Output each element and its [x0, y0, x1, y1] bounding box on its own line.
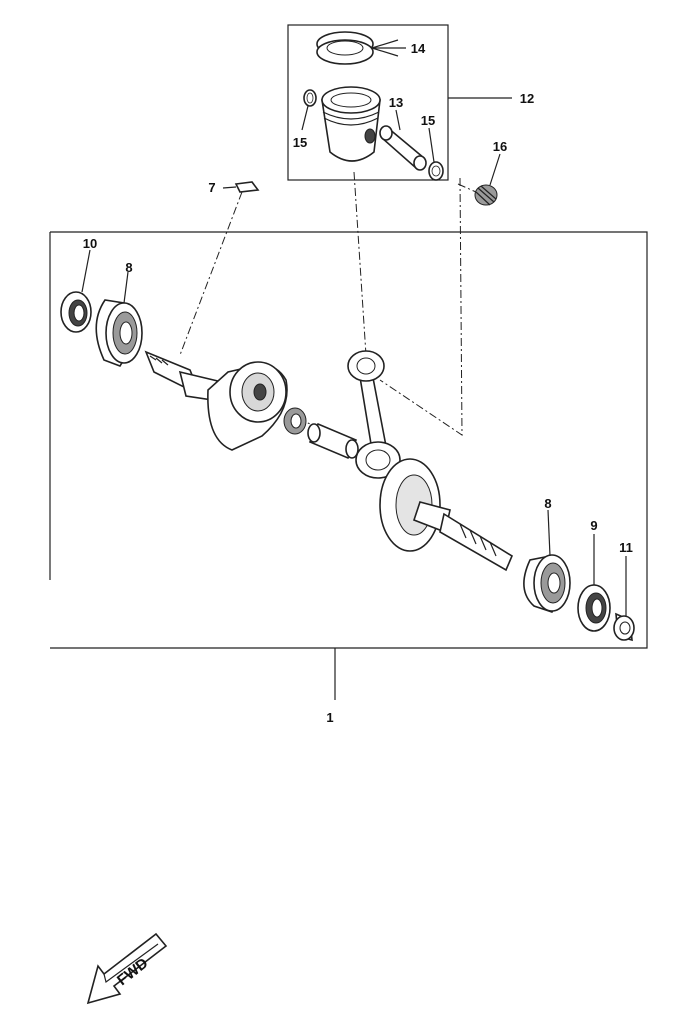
callout-oil-seal-left: 10	[83, 236, 97, 251]
piston-pin-clip-left	[303, 89, 317, 107]
woodruff-key	[234, 181, 260, 193]
oil-seal-left	[60, 291, 92, 333]
bearing-right	[523, 554, 571, 613]
crank-half-right	[379, 458, 514, 572]
oil-seal-right	[577, 584, 611, 632]
callout-key: 7	[208, 180, 215, 195]
callout-oil-seal-right: 9	[590, 518, 597, 533]
piston-pin	[379, 125, 427, 171]
bearing-left	[95, 299, 143, 367]
crank-half-left	[144, 350, 288, 451]
leader-lines	[81, 39, 627, 616]
connecting-rod	[347, 350, 401, 479]
piston-assembly-frame	[287, 24, 512, 181]
big-end-needle-bearing	[283, 407, 307, 435]
callout-labels: 1 7 8 8 9 10 11 12 13 14 15 15 16	[83, 41, 633, 725]
callout-collar: 11	[619, 540, 633, 555]
callout-piston-pin: 13	[389, 95, 403, 110]
callout-clip-left: 15	[293, 135, 307, 150]
crankshaft-assembly-frame	[49, 231, 648, 700]
forward-direction-arrow: FWD	[86, 932, 168, 1005]
piston-ring	[316, 31, 374, 65]
piston	[321, 86, 381, 162]
callout-clip-right: 15	[421, 113, 435, 128]
collar	[613, 612, 635, 642]
piston-pin-clip-right	[428, 161, 444, 181]
callout-piston: 12	[520, 91, 534, 106]
crank-pin	[307, 422, 359, 460]
callout-bearing-left: 8	[125, 260, 132, 275]
callout-bearing-right: 8	[544, 496, 551, 511]
callout-crankshaft-assembly: 1	[326, 710, 333, 725]
needle-bearing	[474, 184, 498, 206]
callout-piston-ring: 14	[411, 41, 426, 56]
callout-needle-bearing: 16	[493, 139, 507, 154]
